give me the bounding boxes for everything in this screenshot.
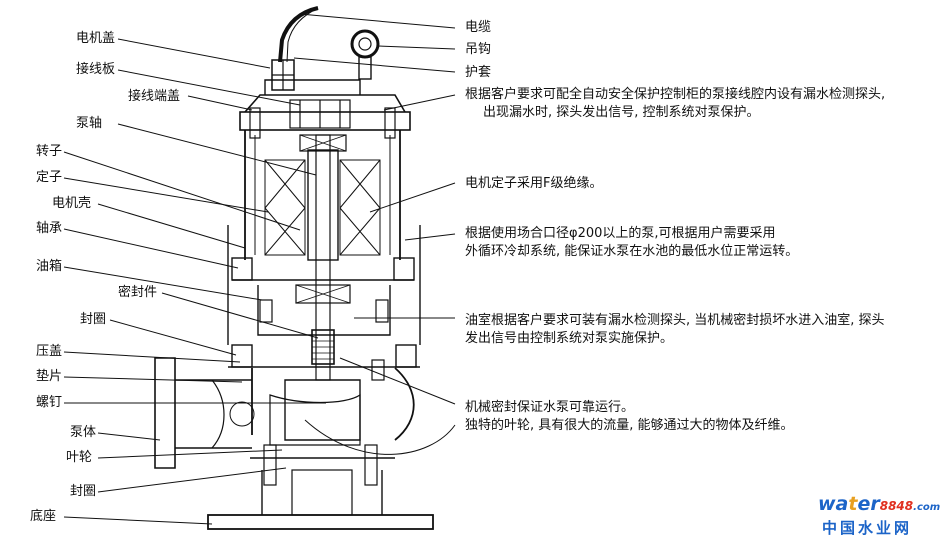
rotor (307, 149, 339, 261)
note-mechanical-seal: 机械密封保证水泵可靠运行。 独特的叶轮, 具有很大的流量, 能够通过大的物体及纤… (465, 399, 794, 435)
discharge (154, 357, 176, 469)
label-terminal-end-cover: 接线端盖 (128, 89, 181, 104)
note-line: 根据客户要求可配全自动安全保护控制柜的泵接线腔内设有漏水检测探头, (465, 87, 886, 102)
watermark-part: .com (913, 502, 941, 513)
label-seal-ring-upper: 封圈 (80, 312, 107, 327)
bearing-upper (299, 134, 347, 152)
label-gasket: 垫片 (36, 369, 63, 384)
stator (264, 159, 381, 256)
note-stator-insulation: 电机定子采用F级绝缘。 (465, 175, 602, 193)
label-impeller: 叶轮 (66, 450, 93, 465)
label-hook: 吊钩 (465, 42, 492, 57)
motor-housing (244, 130, 401, 260)
label-pump-shaft: 泵轴 (76, 116, 103, 131)
note-line: 发出信号由控制系统对泵实施保护。 (465, 331, 674, 346)
oil-chamber (257, 285, 391, 336)
note-line: 电机定子采用F级绝缘。 (465, 176, 603, 191)
watermark-part: 8848 (879, 499, 914, 513)
label-rotor: 转子 (36, 144, 63, 159)
label-bearing: 轴承 (36, 221, 63, 236)
watermark-brand: water8848.com (818, 493, 940, 515)
note-line: 油室根据客户要求可装有漏水检测探头, 当机械密封损坏水进入油室, 探头 (465, 313, 885, 328)
watermark-logo: water8848.com 中国水业网 (818, 493, 948, 539)
label-sheath: 护套 (465, 65, 492, 80)
note-line: 出现漏水时, 探头发出信号, 控制系统对泵保护。 (483, 105, 760, 120)
note-leak-detection: 根据客户要求可配全自动安全保护控制柜的泵接线腔内设有漏水检测探头, 出现漏水时,… (465, 86, 885, 122)
note-oil-chamber: 油室根据客户要求可装有漏水检测探头, 当机械密封损坏水进入油室, 探头 发出信号… (465, 312, 885, 348)
bearing-lower (295, 284, 351, 304)
watermark-part: t (848, 493, 858, 515)
label-stator: 定子 (36, 170, 63, 185)
label-cable: 电缆 (465, 20, 492, 35)
impeller (269, 393, 361, 446)
label-seal-ring-lower: 封圈 (70, 484, 97, 499)
label-pump-body: 泵体 (70, 425, 97, 440)
label-motor-cover: 电机盖 (76, 31, 116, 46)
label-oil-tank: 油箱 (36, 259, 63, 274)
watermark-part: wa (818, 493, 849, 515)
label-terminal-board: 接线板 (76, 62, 116, 77)
leader-lines-right (293, 13, 456, 455)
note-line: 外循环冷却系统, 能保证水泵在水池的最低水位正常运转。 (465, 244, 799, 259)
label-seal: 密封件 (118, 285, 158, 300)
label-base: 底座 (30, 509, 57, 524)
note-line: 机械密封保证水泵可靠运行。 (465, 400, 635, 415)
label-gland: 压盖 (36, 344, 63, 359)
leader-lines-left (63, 38, 326, 525)
label-motor-housing: 电机壳 (52, 196, 92, 211)
pump-drawing (154, 6, 434, 530)
base (207, 514, 434, 530)
note-line: 独特的叶轮, 具有很大的流量, 能够通过大的物体及纤维。 (465, 418, 794, 433)
cable-drawing (278, 6, 319, 63)
watermark-subtitle: 中国水业网 (822, 519, 913, 537)
motor-cover (264, 79, 361, 95)
pump-shaft (315, 134, 331, 381)
hook-drawing (350, 29, 380, 59)
label-screw: 螺钉 (36, 395, 63, 410)
watermark-part: er (857, 493, 880, 515)
pump-body (251, 367, 415, 441)
note-cooling: 根据使用场合口径φ200以上的泵,可根据用户需要采用 外循环冷却系统, 能保证水… (465, 225, 798, 261)
note-line: 根据使用场合口径φ200以上的泵,可根据用户需要采用 (465, 226, 776, 241)
